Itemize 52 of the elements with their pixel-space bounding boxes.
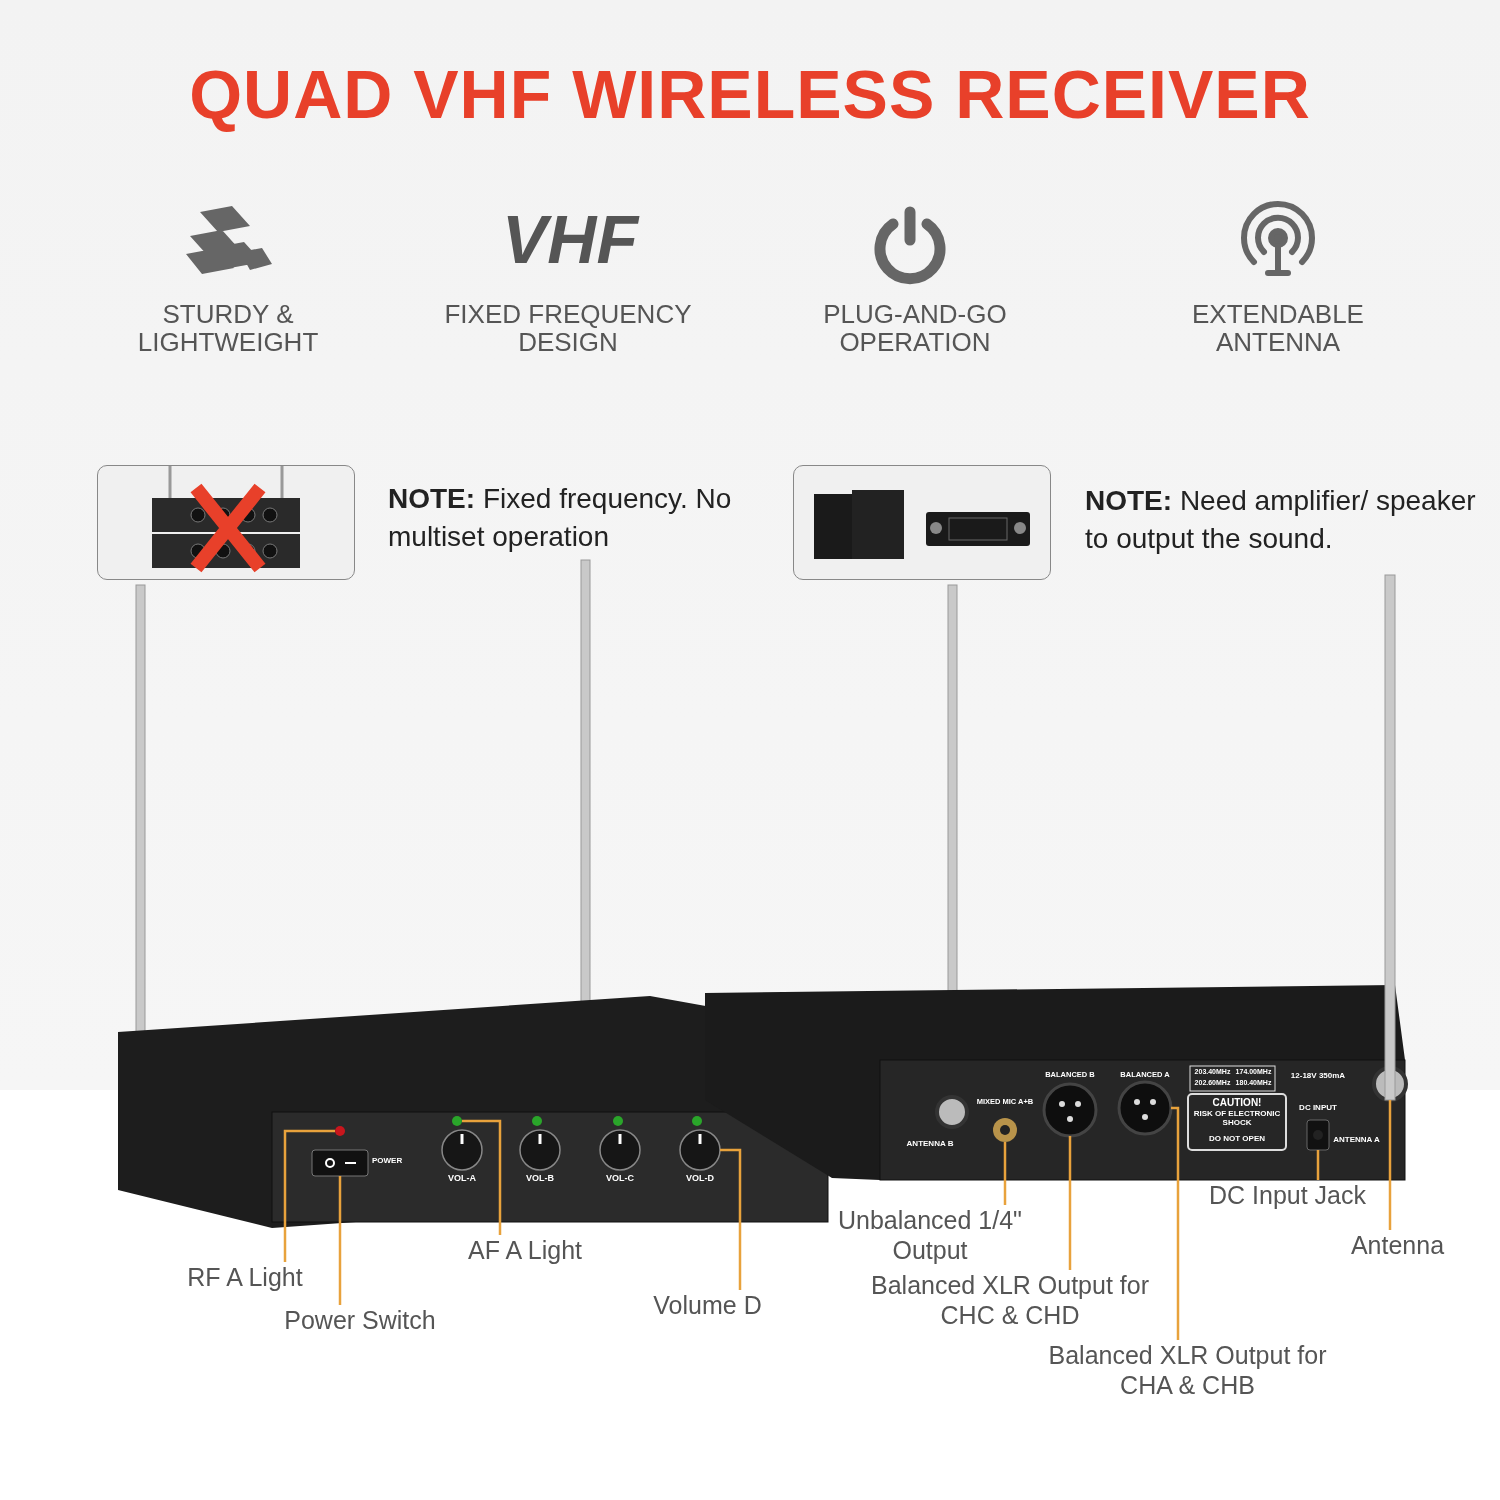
callout-label: Antenna [1340, 1230, 1455, 1262]
leader-line [283, 1129, 335, 1262]
leader-line [1171, 1106, 1180, 1340]
callout-label: Power Switch [270, 1305, 450, 1337]
panel-label: VOL-B [525, 1174, 555, 1184]
leader-line [1388, 1100, 1392, 1230]
title: QUAD VHF WIRELESS RECEIVER [188, 55, 1312, 134]
feature-label: EXTENDABLE ANTENNA [1191, 300, 1365, 356]
volume-knob [441, 1129, 483, 1171]
antenna-rod [1384, 574, 1396, 1101]
power-switch [311, 1149, 369, 1177]
panel-label: RISK OF ELECTRONIC SHOCK [1192, 1110, 1282, 1128]
feature-label: STURDY & LIGHTWEIGHT [136, 300, 320, 356]
feature-label: PLUG-AND-GO OPERATION [822, 300, 1008, 356]
volume-knob [599, 1129, 641, 1171]
indicator-light [452, 1116, 462, 1126]
note-text: NOTE: Need amplifier/ speaker to output the sound. [1085, 484, 1477, 556]
callout-label: AF A Light [450, 1235, 600, 1267]
panel-label: 12-18V 350mA [1289, 1072, 1347, 1081]
panel-label: CAUTION! [1211, 1097, 1263, 1108]
volume-knob [519, 1129, 561, 1171]
xlr-connector [1042, 1082, 1098, 1138]
leader-line [720, 1148, 742, 1290]
leader-line [1068, 1136, 1072, 1270]
feature-label: FIXED FREQUENCY DESIGN [443, 300, 693, 356]
leader-line [1003, 1142, 1007, 1205]
panel-label: ANTENNA B [905, 1140, 955, 1149]
audio-jack [993, 1118, 1017, 1142]
xlr-connector [1117, 1080, 1173, 1136]
feature-heading: VHF [501, 200, 641, 279]
callout-label: Unbalanced 1/4" Output [820, 1205, 1040, 1267]
panel-label: DC INPUT [1298, 1104, 1338, 1113]
indicator-light [335, 1126, 345, 1136]
panel-label: VOL-D [685, 1174, 715, 1184]
leader-line [338, 1176, 342, 1305]
image-frame [793, 465, 1051, 580]
panel-label: VOL-A [447, 1174, 477, 1184]
leader-line [1316, 1150, 1320, 1180]
panel-label: VOL-C [605, 1174, 635, 1184]
callout-label: DC Input Jack [1200, 1180, 1375, 1212]
callout-label: RF A Light [170, 1262, 320, 1294]
panel-label: ANTENNA A [1332, 1136, 1381, 1145]
callout-label: Volume D [640, 1290, 775, 1322]
image-frame [97, 465, 355, 580]
dc-jack [1306, 1119, 1330, 1151]
note-text: NOTE: Fixed frequency. No multiset operation [388, 482, 733, 554]
leader-line [462, 1119, 502, 1235]
panel-label: POWER [372, 1157, 404, 1166]
callout-label: Balanced XLR Output for CHA & CHB [1045, 1340, 1330, 1402]
panel-label: DO NOT OPEN [1208, 1135, 1266, 1144]
volume-knob [679, 1129, 721, 1171]
callout-label: Balanced XLR Output for CHC & CHD [855, 1270, 1165, 1332]
